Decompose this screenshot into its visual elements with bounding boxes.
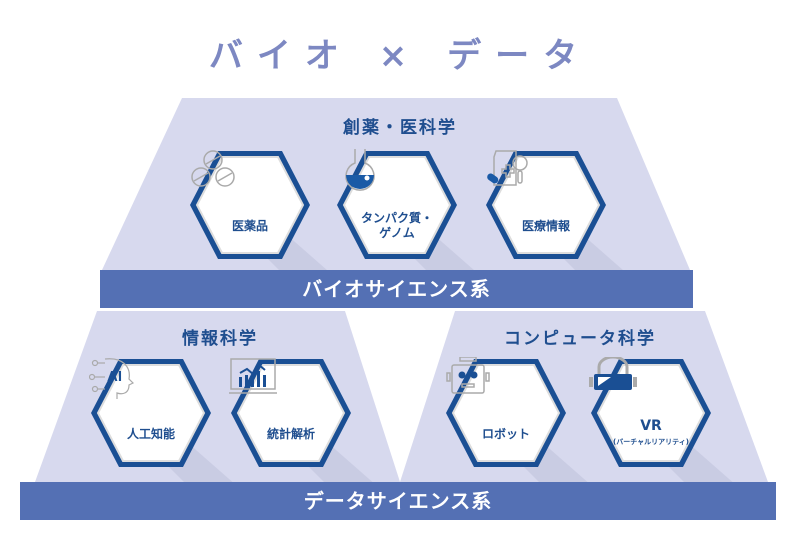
hex-label: 統計解析 [266, 427, 315, 441]
flask-icon [345, 149, 375, 191]
hex-cs-0: ロボット [444, 357, 614, 507]
hex-bio-2: 医療情報 [484, 149, 654, 299]
bio-band: バイオサイエンス系 [100, 270, 693, 308]
data-band: データサイエンス系 [20, 482, 776, 520]
hex-label: タンパク質・ [360, 211, 433, 225]
hex-cs-1: VR (バーチャルリアリティ) [589, 357, 759, 507]
hex-bio-1: タンパク質・ゲノム [335, 149, 505, 299]
hex-label: VR [640, 418, 662, 434]
page-title: バイオ × データ [208, 36, 592, 76]
hex-label: 医療情報 [521, 219, 570, 233]
chart-monitor-icon [229, 358, 277, 394]
hex-info-0: AI 人工知能 [89, 357, 259, 507]
hex-bio-0: 医薬品 [188, 149, 358, 299]
hex-info-1: 統計解析 [229, 357, 399, 507]
hex-label: 医薬品 [231, 219, 268, 233]
ai-head-icon: AI [89, 358, 135, 399]
bio-section-title: 創薬・医科学 [343, 118, 457, 138]
hex-label-2: (バーチャルリアリティ) [613, 438, 689, 446]
svg-text:AI: AI [107, 368, 122, 385]
cs-section-title: コンピュータ科学 [504, 329, 656, 349]
robot-icon [446, 357, 490, 394]
vr-headset-icon [589, 357, 637, 390]
hex-label: ロボット [481, 427, 530, 441]
hex-label-2: ゲノム [379, 226, 415, 240]
info-section-title: 情報科学 [182, 329, 258, 349]
hex-label: 人工知能 [126, 427, 175, 441]
pills-icon [191, 150, 235, 187]
medical-record-icon [487, 150, 528, 186]
